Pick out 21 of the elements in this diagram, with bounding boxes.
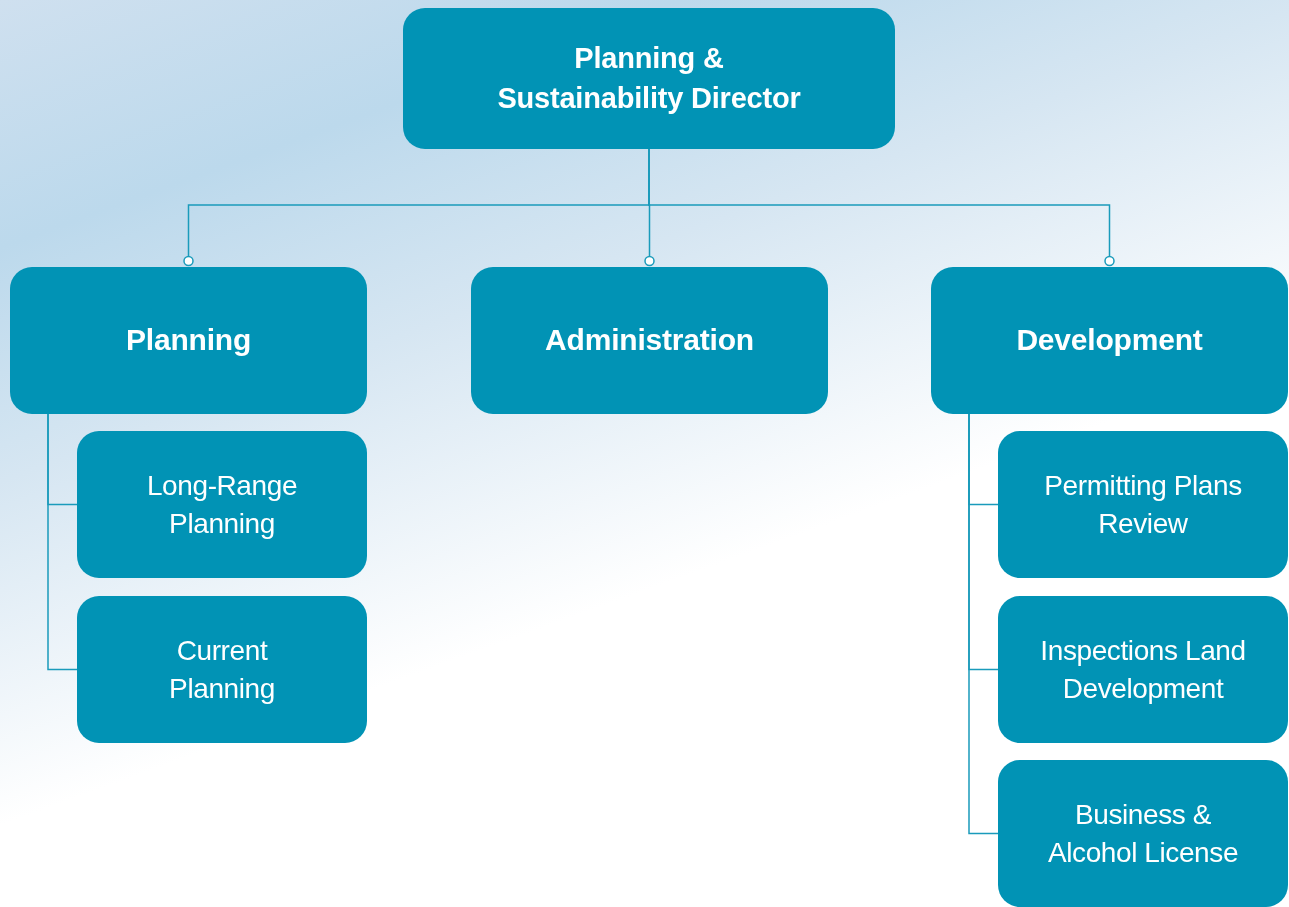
org-box — [931, 267, 1288, 414]
role-label: Planning — [125, 322, 252, 359]
org-box — [77, 431, 367, 578]
role-label: Development — [1016, 322, 1203, 359]
org-box — [10, 267, 367, 414]
role-label: Current Planning — [168, 633, 276, 706]
org-box — [998, 760, 1288, 907]
role-label: Planning & Sustainability Director — [496, 41, 802, 116]
connector-line — [47, 413, 78, 671]
org-box — [998, 596, 1288, 743]
role-label: Administration — [545, 322, 754, 359]
org-box — [998, 431, 1288, 578]
role-label: Long-Range Planning — [145, 468, 299, 541]
role-label: Business & Alcohol License — [1046, 797, 1240, 870]
connector-line — [968, 413, 999, 835]
connector-line — [648, 148, 1115, 267]
org-box — [471, 267, 828, 414]
org-box — [403, 8, 895, 149]
org-box — [77, 596, 367, 743]
role-label: Permitting Plans Review — [1043, 468, 1243, 541]
role-label: Inspections Land Development — [1039, 633, 1247, 706]
